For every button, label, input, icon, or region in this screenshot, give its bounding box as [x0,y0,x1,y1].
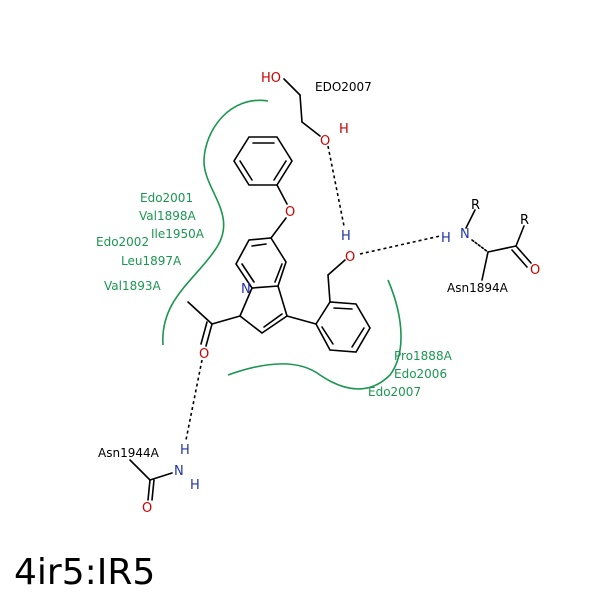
residue-label-leu1897: Leu1897A [121,254,182,268]
residue-label-edo2002: Edo2002 [96,235,149,249]
atom-edo-ho: HO [261,71,281,86]
atom-ether-oxygen: O [285,205,295,220]
atom-asn1944-oxygen: O [142,501,152,516]
bond-oxygen-indolizine [270,217,287,239]
bond-c-r [515,225,525,247]
atom-asn1944-hydrogen-bottom: H [190,478,200,493]
bond-edo-co [301,121,321,137]
residue-label-ile1950: Ile1950A [151,227,205,241]
atom-asn1894-r-top: R [471,198,480,213]
bond-asn1944-cn [149,472,173,481]
bond-ch2-oh [327,259,346,276]
bond-acetyl-methyl [187,301,213,325]
indolizine-six-ring [235,237,287,289]
partner-label-asn1944: Asn1944A [98,446,160,460]
hbond-acetyl-asn1944 [185,359,203,441]
bond-to-benzyl [286,315,317,325]
bond-n-ca [471,239,489,253]
bond-edo-cc [299,94,303,123]
partner-label-edo2007: EDO2007 [315,80,372,94]
bond-ca-c [487,245,517,253]
atom-asn1944-nitrogen: N [174,464,184,479]
atom-asn1894-oxygen: O [530,263,540,278]
atom-asn1894-hydrogen: H [441,231,451,246]
atom-asn1944-hydrogen-top: H [180,443,190,458]
bond-c-o-1 [515,245,532,264]
bond-asn1944-co-1 [147,479,151,501]
residue-label-edo2001: Edo2001 [140,191,193,205]
hydrophobic-arc-right [227,279,402,390]
bond-ca-sidechain [481,251,489,281]
phenoxy-ring [233,136,293,186]
residue-label-pro1888: Pro1888A [394,349,453,363]
benzyl-ring [315,301,371,353]
bond-edo-ho [283,78,301,96]
bond-asn1944-co-2 [151,479,155,501]
bond-ring-oxygen [276,184,288,205]
indolizine-five-ring [239,285,288,334]
diagram-title: 4ir5:IR5 [14,552,155,593]
partner-label-asn1894: Asn1894A [447,281,509,295]
atom-asn1894-r-right: R [520,213,529,228]
bond-c-o-2 [511,249,528,268]
atom-ring-nitrogen: N [241,282,251,297]
atom-edo-oxygen: O [320,134,330,149]
bond-benzyl-ch2 [327,274,331,303]
atom-edo-hydrogen: H [339,122,349,137]
residue-label-edo2006: Edo2006 [394,367,447,381]
bond-acetyl [211,315,241,325]
atom-asn1894-nitrogen: N [460,227,470,242]
bond-carbonyl-1 [205,323,213,347]
hbond-ligand-asn1894 [359,235,441,255]
bond-carbonyl-2 [200,321,208,345]
residue-label-edo2007: Edo2007 [368,385,421,399]
atom-benzyl-oxygen: O [345,250,355,265]
residue-label-val1898: Val1898A [139,209,197,223]
bond-asn1944-ch2 [129,459,151,481]
atom-acetyl-oxygen: O [199,347,209,362]
atom-benzyl-hydrogen: H [341,229,351,244]
bond-n-r [465,209,476,229]
residue-label-val1893: Val1893A [104,279,162,293]
hydrophobic-arc-left [162,99,269,346]
hbond-edo-ligand [327,145,345,227]
